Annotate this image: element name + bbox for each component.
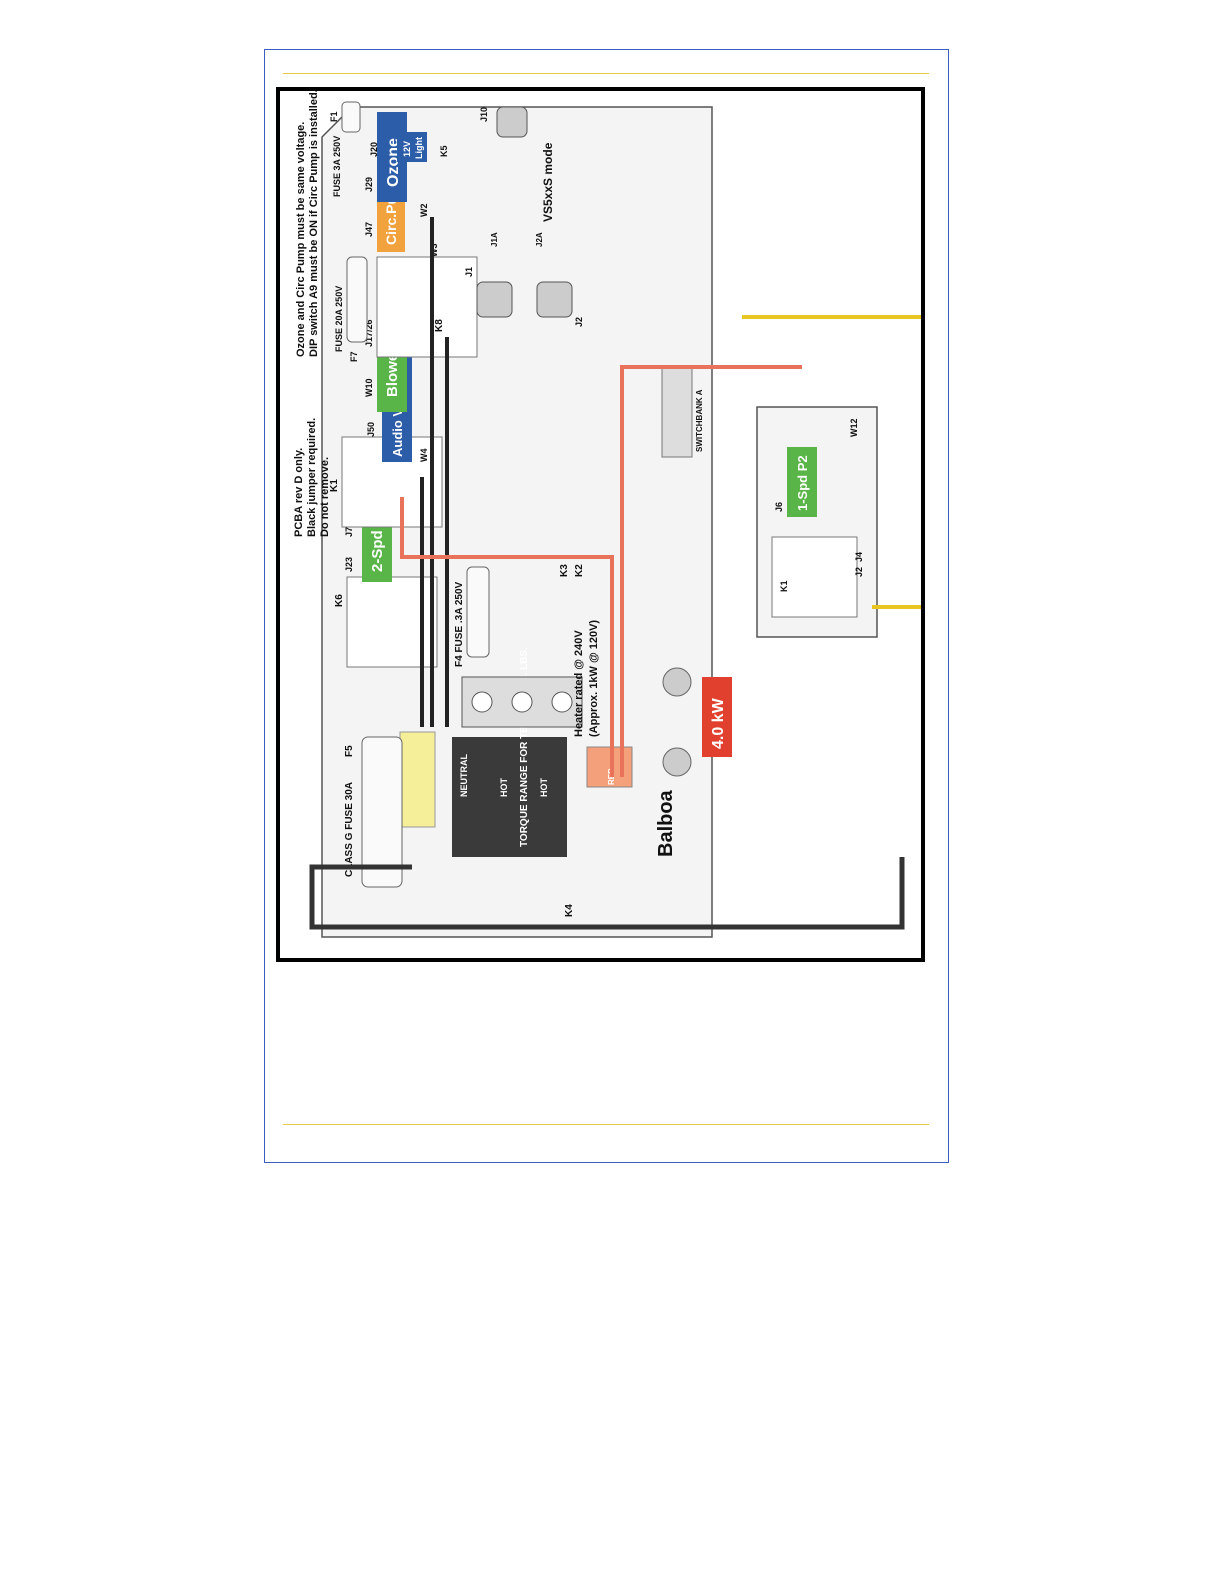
rotated-diagram: TORQUE RANGE FOR TB1: 27-30 IN. LBS. NEU…: [282, 91, 921, 957]
wiring-diagram-svg: TORQUE RANGE FOR TB1: 27-30 IN. LBS. NEU…: [293, 91, 921, 938]
input-terminal: [399, 731, 436, 828]
w10-label: W10: [364, 378, 374, 397]
j2a-label: J2A: [535, 232, 544, 247]
j50-label: J50: [366, 422, 376, 437]
fuse-20a: [346, 256, 368, 343]
switchbank-label: SWITCHBANK A: [695, 389, 704, 452]
j10-label: J10: [479, 107, 489, 122]
note-line-2: DIP switch A9 must be ON if Circ Pump is…: [308, 91, 320, 357]
fuse-3a: [341, 101, 361, 133]
wire-red-pump1: [400, 497, 614, 777]
k6-label: K6: [334, 594, 345, 607]
k1-label: K1: [329, 479, 340, 492]
heater-label: 4.0 kW: [710, 697, 727, 749]
light-label-2: Light: [414, 137, 424, 159]
heater-box: [702, 677, 732, 757]
j17-label: J17/26: [364, 319, 374, 347]
connector-j10: [496, 106, 528, 138]
pcba-note-3: Do not remove.: [319, 457, 331, 537]
terminal-screw: [471, 691, 493, 713]
light-box: [397, 132, 427, 162]
torque-label: TORQUE RANGE FOR TB1: 27-30 IN. LBS.: [519, 647, 530, 847]
k8-label: K8: [434, 319, 445, 332]
w4-label: W4: [419, 449, 429, 463]
pump2-box: [787, 447, 817, 517]
pcba-note-1: PCBA rev D only.: [293, 448, 305, 537]
page-frame: [264, 49, 949, 1163]
relay-k1-expansion: [771, 536, 858, 618]
light-label-1: 12V: [402, 141, 412, 157]
j74-label: J74: [344, 522, 354, 537]
j29-label: J29: [364, 177, 374, 192]
k2-label: K2: [574, 564, 585, 577]
k3-label: K3: [559, 564, 570, 577]
heater-note-1: Heater rated @ 240V: [573, 630, 585, 737]
torque-block: [452, 737, 567, 857]
j47-label: J47: [364, 222, 374, 237]
f1-label: F1: [329, 111, 339, 122]
fuse5-label: CLASS G FUSE 30A: [344, 782, 355, 877]
f5-label: F5: [344, 745, 355, 757]
connector-j1: [476, 281, 513, 318]
blower-label: Blower: [384, 347, 401, 397]
j1a-label: J1A: [490, 232, 499, 247]
heater-note-2: (Approx. 1kW @ 120V): [588, 620, 600, 737]
fuse7-label: FUSE 20A 250V: [334, 286, 344, 352]
vs-mode-label: VS5xxS mode: [541, 142, 555, 222]
fuse1-label: FUSE 3A 250V: [332, 136, 342, 197]
connector-j2: [536, 281, 573, 318]
f7-label: F7: [349, 351, 359, 362]
j6-label: J6: [774, 502, 784, 512]
fuse4-label: F4 FUSE .3A 250V: [454, 581, 465, 667]
j20-label: J20: [369, 142, 379, 157]
k4-label: K4: [564, 904, 575, 917]
pump2-label: 1-Spd P2: [795, 455, 810, 511]
relay-k8: [376, 256, 478, 358]
brand-label: Balboa: [655, 789, 677, 857]
pcba-note-2: Black jumper required.: [306, 418, 318, 537]
hot-red-label: HOT: [539, 778, 549, 798]
top-rule: [283, 73, 929, 74]
neutral-label: NEUTRAL: [459, 754, 469, 797]
switchbank: [661, 366, 693, 458]
hot-black-label: HOT: [499, 778, 509, 798]
heater-terminal: [662, 747, 692, 777]
terminal-screw: [551, 691, 573, 713]
heater-terminal: [662, 667, 692, 697]
j2-label: J2: [574, 317, 584, 327]
j2b-label: J2: [854, 567, 864, 577]
j1-label: J1: [464, 267, 474, 277]
fuse-30a: [361, 736, 403, 888]
j23-label: J23: [344, 557, 354, 572]
k1b-label: K1: [779, 580, 789, 592]
bottom-rule: [283, 1124, 929, 1125]
wire-ground: [309, 857, 905, 930]
w2-label: W2: [419, 204, 429, 218]
wiring-diagram: TORQUE RANGE FOR TB1: 27-30 IN. LBS. NEU…: [276, 87, 925, 962]
k5-label: K5: [439, 145, 449, 157]
fuse-0-3a: [466, 566, 490, 658]
wire-red-pump2: [620, 365, 802, 777]
w12-label: W12: [849, 418, 859, 437]
j4-label: J4: [854, 552, 864, 562]
note-line-1: Ozone and Circ Pump must be same voltage…: [295, 122, 307, 357]
terminal-screw: [511, 691, 533, 713]
